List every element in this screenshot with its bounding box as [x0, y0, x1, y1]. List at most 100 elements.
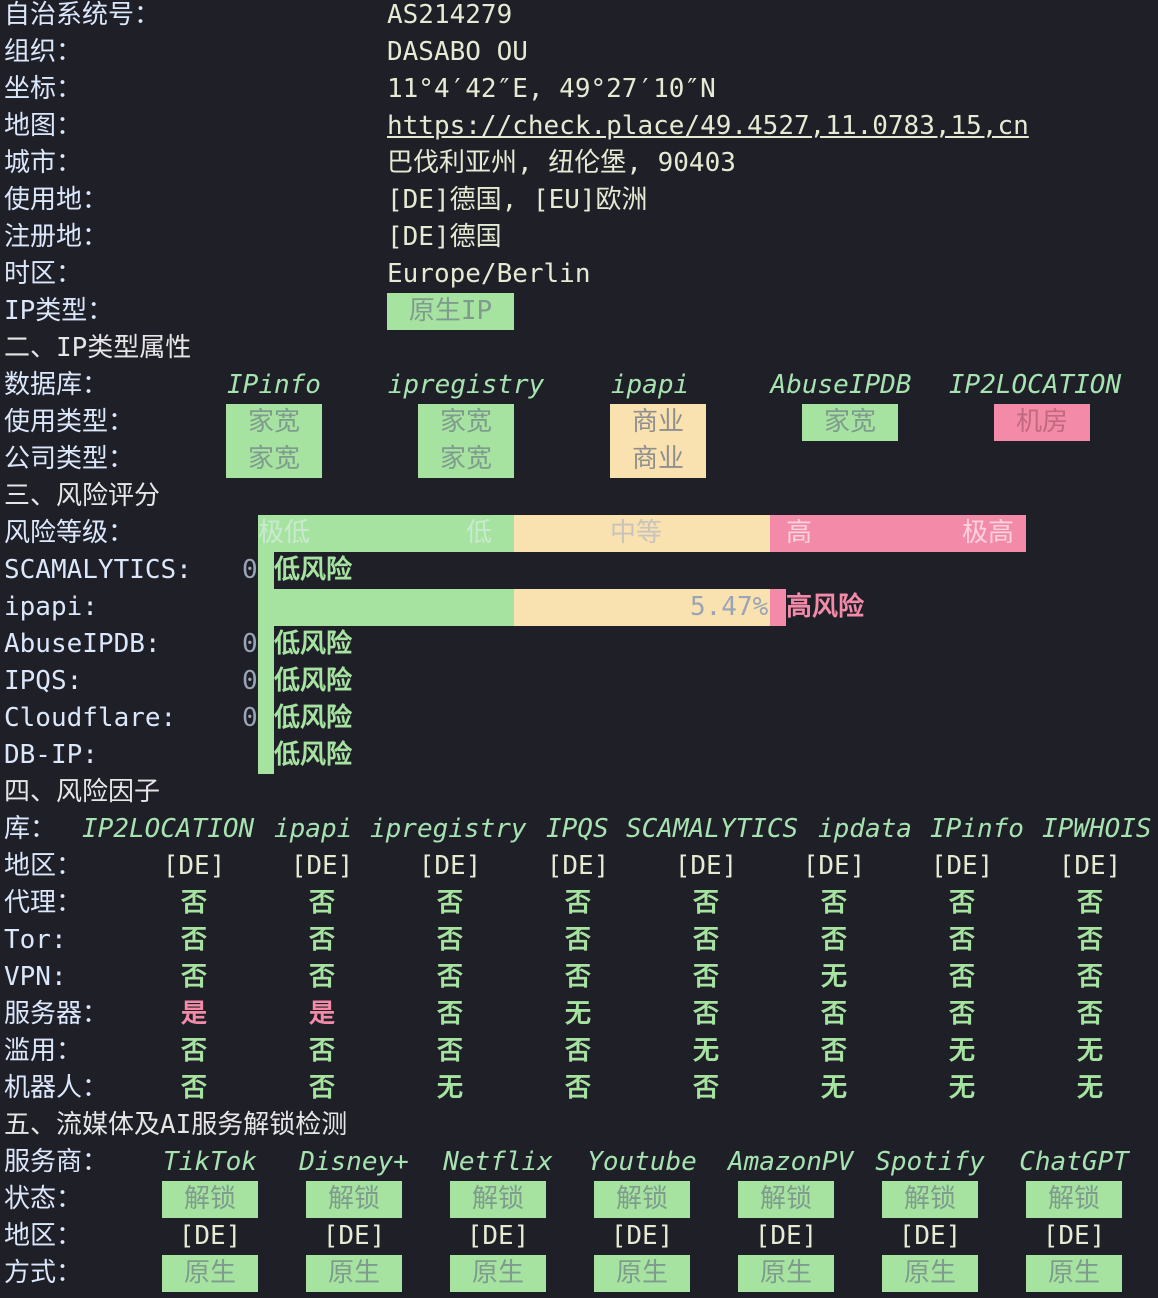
db-ipapi: ipapi	[610, 370, 690, 400]
service-region: [DE]	[1042, 1221, 1106, 1251]
city-label: 城市：	[4, 148, 83, 178]
factor-cell: 无	[820, 962, 847, 992]
usage-ipapi: 商业	[610, 404, 706, 441]
service-status-badge: 解锁	[450, 1181, 546, 1218]
factor-cell: 否	[180, 962, 207, 992]
factor-cell: [DE]	[162, 851, 226, 881]
risk-scale-low: 低	[466, 518, 493, 548]
iptype-badge: 原生IP	[387, 293, 514, 330]
factor-cell: 否	[436, 999, 463, 1029]
service-method-badge: 原生	[594, 1255, 690, 1292]
factor-cell: 无	[948, 1073, 975, 1103]
factor-cell: 否	[948, 999, 975, 1029]
org-label: 组织：	[4, 37, 83, 67]
factor-cell: 否	[820, 1036, 847, 1066]
reg-value: [DE]德国	[387, 222, 502, 252]
factor-cell: 否	[564, 888, 591, 918]
risk-scale-mid-segment	[514, 515, 770, 552]
service-method-badge: 原生	[1026, 1255, 1122, 1292]
factor-cell: 无	[948, 1036, 975, 1066]
score-ipapi-bar-yellow	[514, 589, 770, 626]
service-status-badge: 解锁	[594, 1181, 690, 1218]
service-name: Netflix	[443, 1147, 553, 1177]
score-ipapi-bar-green	[258, 589, 514, 626]
service-method-badge: 原生	[450, 1255, 546, 1292]
factor-cell: 是	[308, 999, 335, 1029]
factor-cell: 否	[692, 925, 719, 955]
score-cloudflare-verdict: 低风险	[274, 703, 353, 733]
risk-scale-veryhigh: 极高	[962, 518, 1015, 548]
region-label: 地区：	[4, 1221, 83, 1251]
company-ipinfo: 家宽	[226, 441, 322, 478]
risk-scale-verylow: 极低	[258, 518, 311, 548]
factor-cell: [DE]	[674, 851, 738, 881]
factor-cell: 否	[692, 999, 719, 1029]
score-scamalytics-verdict: 低风险	[274, 555, 353, 585]
company-ipapi: 商业	[610, 441, 706, 478]
risk-scale-low-segment	[258, 515, 514, 552]
factor-cell: 否	[692, 888, 719, 918]
use-value: [DE]德国, [EU]欧洲	[387, 185, 648, 215]
score-dbip-name: DB-IP:	[4, 740, 98, 770]
lib-ip2location: IP2LOCATION	[82, 814, 255, 844]
service-method-badge: 原生	[738, 1255, 834, 1292]
service-region: [DE]	[466, 1221, 530, 1251]
factor-cell: 否	[692, 1073, 719, 1103]
company-ipregistry: 家宽	[418, 441, 514, 478]
factor-cell: 否	[436, 888, 463, 918]
coord-value: 11°4′42″E, 49°27′10″N	[387, 74, 716, 104]
factor-cell: 否	[564, 962, 591, 992]
factor-cell: 否	[1076, 888, 1103, 918]
usage-ip2location: 机房	[994, 404, 1090, 441]
section3-title: 三、风险评分	[4, 481, 161, 511]
service-name: Spotify	[875, 1147, 985, 1177]
risk-scale-high-segment	[770, 515, 1026, 552]
service-method-badge: 原生	[306, 1255, 402, 1292]
factor-cell: 否	[308, 888, 335, 918]
service-region: [DE]	[322, 1221, 386, 1251]
factor-cell: 无	[1076, 1073, 1103, 1103]
db-ip2location: IP2LOCATION	[948, 370, 1122, 400]
factor-cell: 否	[308, 1036, 335, 1066]
factor-row-label: 服务器：	[4, 999, 109, 1029]
factor-cell: 无	[1076, 1036, 1103, 1066]
use-label: 使用地：	[4, 185, 109, 215]
factor-cell: 否	[564, 1036, 591, 1066]
factor-cell: [DE]	[546, 851, 610, 881]
svc-label: 服务商：	[4, 1147, 109, 1177]
service-name: AmazonPV	[728, 1147, 854, 1177]
asn-label: 自治系统号：	[4, 0, 161, 30]
factor-cell: 否	[820, 925, 847, 955]
score-ipqs-name: IPQS:	[4, 666, 83, 696]
score-scamalytics-name: SCAMALYTICS:	[4, 555, 192, 585]
factor-row-label: Tor:	[4, 925, 67, 955]
score-scamalytics-value: 0	[242, 555, 258, 585]
factor-cell: 否	[180, 888, 207, 918]
service-status-badge: 解锁	[738, 1181, 834, 1218]
service-name: ChatGPT	[1019, 1147, 1129, 1177]
lib-ipapi: ipapi	[274, 814, 353, 844]
service-region: [DE]	[178, 1221, 242, 1251]
lib-ipwhois: IPWHOIS	[1042, 814, 1152, 844]
score-abuseipdb-value: 0	[242, 629, 258, 659]
factor-cell: [DE]	[802, 851, 866, 881]
map-link[interactable]: https://check.place/49.4527,11.0783,15,c…	[387, 111, 1029, 141]
factor-cell: 否	[180, 925, 207, 955]
tz-value: Europe/Berlin	[387, 259, 591, 289]
risk-scale-medium: 中等	[610, 518, 663, 548]
factor-cell: [DE]	[418, 851, 482, 881]
factor-cell: 否	[1076, 962, 1103, 992]
service-method-badge: 原生	[882, 1255, 978, 1292]
factor-cell: 是	[180, 999, 207, 1029]
factor-cell: 否	[180, 1036, 207, 1066]
iptype-label: IP类型：	[4, 296, 114, 326]
city-value: 巴伐利亚州, 纽伦堡, 90403	[387, 148, 736, 178]
factor-cell: 否	[692, 962, 719, 992]
factor-cell: [DE]	[1058, 851, 1122, 881]
lib-scamalytics: SCAMALYTICS	[626, 814, 799, 844]
factor-cell: 否	[1076, 999, 1103, 1029]
usage-ipregistry: 家宽	[418, 404, 514, 441]
factor-cell: [DE]	[290, 851, 354, 881]
service-method-badge: 原生	[162, 1255, 258, 1292]
score-ipqs-value: 0	[242, 666, 258, 696]
